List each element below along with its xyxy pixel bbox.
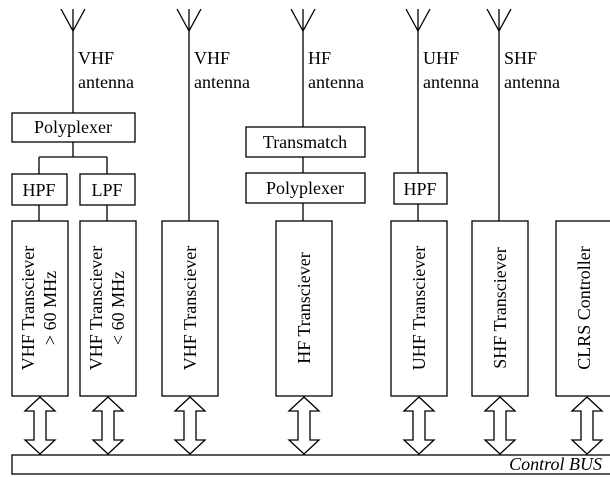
shf-transceiver-block [471, 220, 529, 397]
vhf-high-transceiver-range: > 60 MHz [40, 271, 60, 345]
antenna-label-vhf-1-word: antenna [78, 72, 134, 92]
polyplexer-hf-block [245, 172, 366, 204]
vhf-low-transceiver-range: < 60 MHz [108, 271, 128, 345]
antenna-label-shf-band: SHF [504, 48, 537, 68]
antenna-label-hf-band: HF [308, 48, 331, 68]
transmatch-block [245, 126, 366, 158]
antenna-vhf-1 [60, 8, 86, 113]
antenna-vhf-2 [176, 8, 202, 221]
shf-transceiver-label: SHF Transciever [490, 247, 510, 369]
clrs-controller-label: CLRS Controller [574, 246, 594, 370]
clrs-bus-arrow [570, 396, 604, 455]
polyplexer-vhf-block [11, 112, 136, 143]
lpf-vhf-block [79, 173, 136, 206]
antenna-label-vhf-2-band: VHF [194, 48, 230, 68]
antenna-hf [290, 8, 316, 127]
bus-connection-arrows [23, 396, 604, 455]
antenna-uhf [405, 8, 431, 173]
uhf-transceiver-block [390, 220, 448, 397]
vhf-low-transceiver-label: VHF Transciever [86, 246, 106, 371]
hpf-uhf-label: HPF [403, 179, 436, 199]
vhf-high-bus-arrow [23, 396, 57, 455]
shf-bus-arrow [483, 396, 517, 455]
transmatch-label: Transmatch [263, 132, 347, 152]
vhf-low-bus-arrow [91, 396, 125, 455]
antenna-label-vhf-2-word: antenna [194, 72, 250, 92]
hf-transceiver-label: HF Transciever [294, 252, 314, 364]
vhf-transceiver-block [161, 220, 219, 397]
vhf-transceiver-label: VHF Transciever [180, 246, 200, 371]
uhf-transceiver-label: UHF Transciever [409, 246, 429, 371]
hf-transceiver-block [275, 220, 333, 397]
antenna-label-uhf-band: UHF [423, 48, 459, 68]
vhf-high-transceiver-label: VHF Transciever [18, 246, 38, 371]
vhf-high-transceiver-block [11, 220, 69, 397]
hf-bus-arrow [287, 396, 321, 455]
vhf-bus-arrow [173, 396, 207, 455]
uhf-bus-arrow [402, 396, 436, 455]
polyplexer-hf-label: Polyplexer [266, 178, 344, 198]
polyplexer-split-wires [38, 142, 108, 174]
lpf-vhf-label: LPF [91, 180, 122, 200]
antenna-label-hf-word: antenna [308, 72, 364, 92]
antenna-shf [486, 8, 512, 221]
antenna-label-shf-word: antenna [504, 72, 560, 92]
antenna-label-uhf-word: antenna [423, 72, 479, 92]
vhf-low-transceiver-block [79, 220, 137, 397]
clrs-controller-block [555, 220, 610, 397]
hpf-uhf-block [393, 172, 448, 205]
antenna-label-vhf-1-band: VHF [78, 48, 114, 68]
control-bus-label: Control BUS [509, 454, 602, 474]
control-bus [11, 454, 610, 475]
hpf-vhf-label: HPF [22, 180, 55, 200]
polyplexer-vhf-label: Polyplexer [34, 117, 112, 137]
